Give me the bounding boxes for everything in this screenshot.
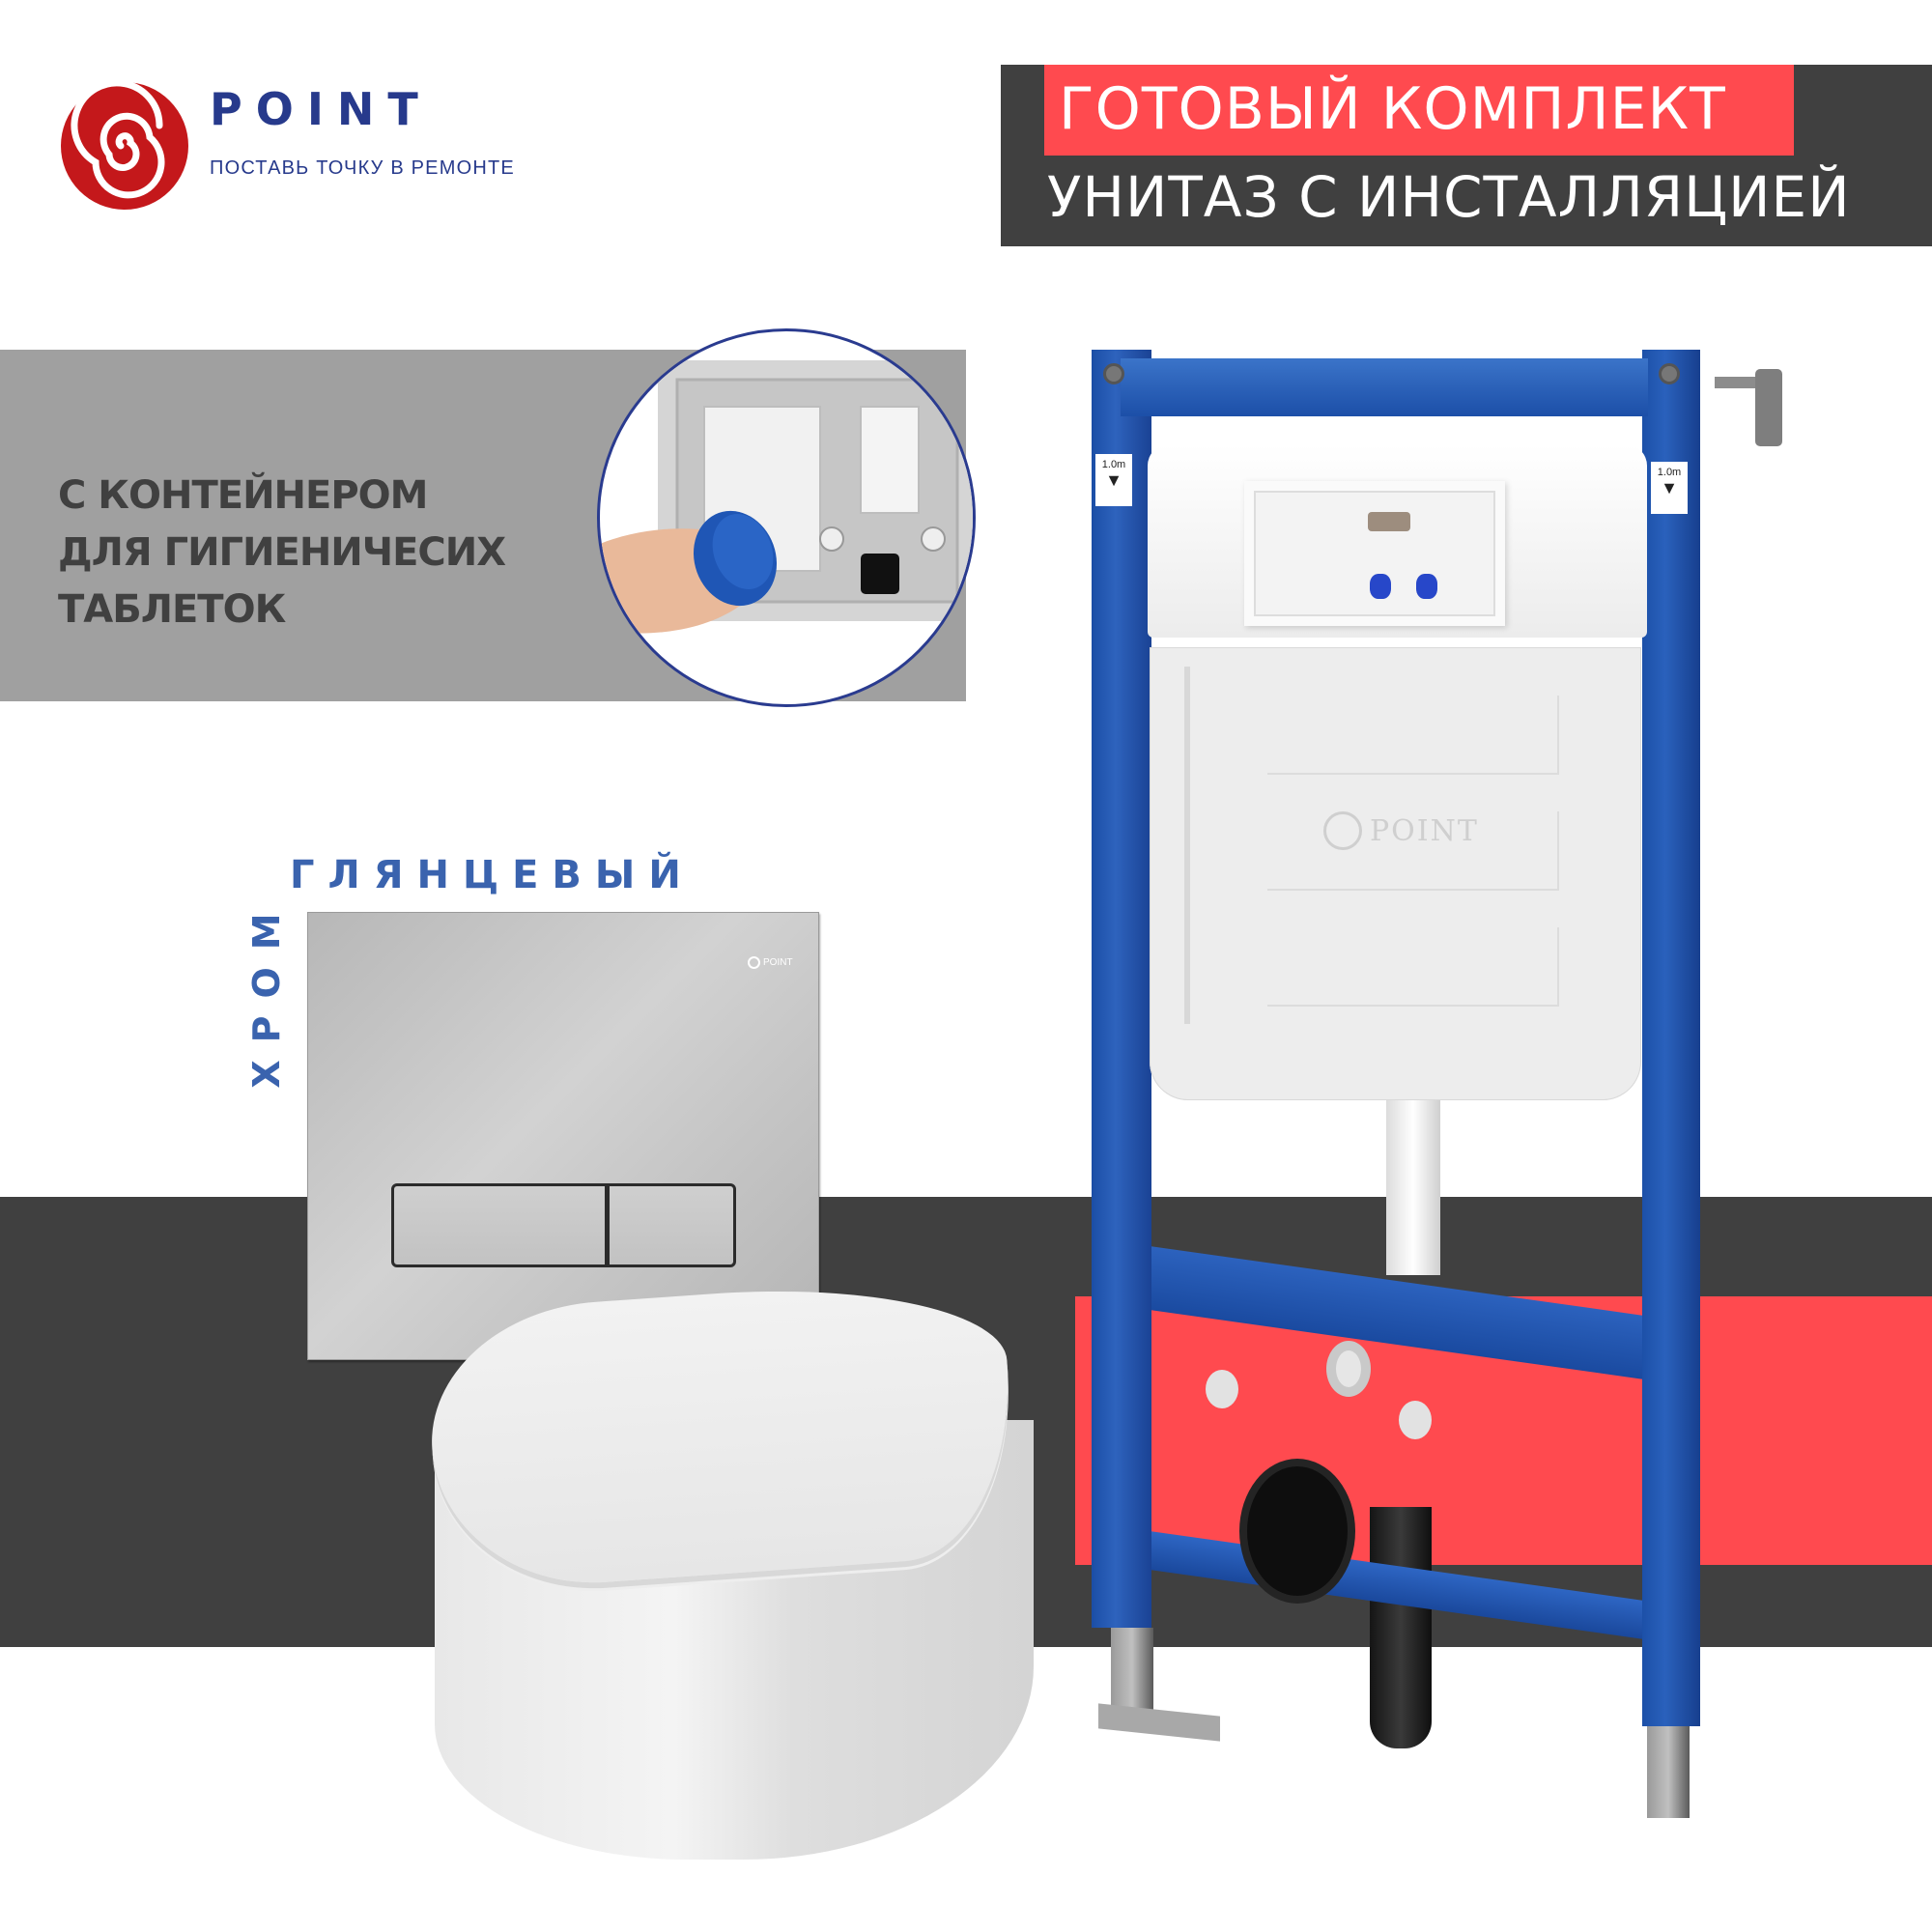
cistern-logo: POINT [1323,811,1479,850]
inlet-flange [1326,1341,1371,1397]
flush-volume-dial [1416,574,1437,599]
frame-upright-left [1092,350,1151,1628]
frame-upright-right [1642,350,1700,1726]
finish-label-horizontal: ГЛЯНЦЕВЫЙ [290,853,695,897]
title-highlight [1044,65,1794,156]
height-mark-left: 1.0m▼ [1095,454,1132,506]
cistern-service-opening [1244,481,1505,626]
brand-logo: POINT ПОСТАВЬ ТОЧКУ В РЕМОНТЕ [60,81,514,211]
cistern-top [1148,444,1647,638]
flush-volume-dial [1370,574,1391,599]
mounting-stud-cap [1206,1370,1238,1408]
tablet-container-illustration [600,360,973,634]
frame-leg-right [1647,1726,1690,1818]
spiral-logo-icon [748,956,760,969]
title-banner: ГОТОВЫЙ КОМПЛЕКТ УНИТАЗ С ИНСТАЛЛЯЦИЕЙ [1001,65,1932,246]
valve-chip [1368,512,1410,531]
finish-label-vertical: ХРОМ [245,895,288,1089]
flush-plate: POINT [307,912,819,1360]
bolt-icon [1659,363,1680,384]
title-line-1: ГОТОВЫЙ КОМПЛЕКТ [1059,75,1726,143]
feature-line: С КОНТЕЙНЕРОМ [58,473,428,518]
flush-pipe [1386,1082,1440,1275]
frame-foot-left [1098,1703,1220,1742]
cistern-embossing [1184,667,1605,1024]
mounting-stud-cap [1399,1401,1432,1439]
feature-text: С КОНТЕЙНЕРОМ ДЛЯ ГИГИЕНИЧЕСИХ ТАБЛЕТОК [58,468,506,639]
down-arrow-icon: ▼ [1661,478,1678,497]
feature-panel: С КОНТЕЙНЕРОМ ДЛЯ ГИГИЕНИЧЕСИХ ТАБЛЕТОК [0,328,976,707]
tablet-container-photo [597,328,976,707]
title-line-2: УНИТАЗ С ИНСТАЛЛЯЦИЕЙ [1047,164,1851,230]
feature-line: ТАБЛЕТОК [58,587,286,632]
frame-top-bar [1121,358,1648,416]
wall-bracket [1715,369,1782,446]
feature-line: ДЛЯ ГИГИЕНИЧЕСИХ [58,530,506,575]
down-arrow-icon: ▼ [1105,470,1122,490]
half-flush-button[interactable] [608,1183,736,1267]
spiral-logo-icon [61,81,188,210]
plate-logo: POINT [748,956,793,969]
full-flush-button[interactable] [391,1183,608,1267]
drain-pipe [1370,1507,1432,1748]
height-mark-right: 1.0m▼ [1651,462,1688,514]
drain-elbow [1239,1459,1355,1604]
brand-name: POINT [210,83,432,135]
cistern-body: POINT [1150,647,1641,1100]
spiral-logo-icon [1323,811,1362,850]
brand-tagline: ПОСТАВЬ ТОЧКУ В РЕМОНТЕ [210,157,515,179]
bolt-icon [1103,363,1124,384]
